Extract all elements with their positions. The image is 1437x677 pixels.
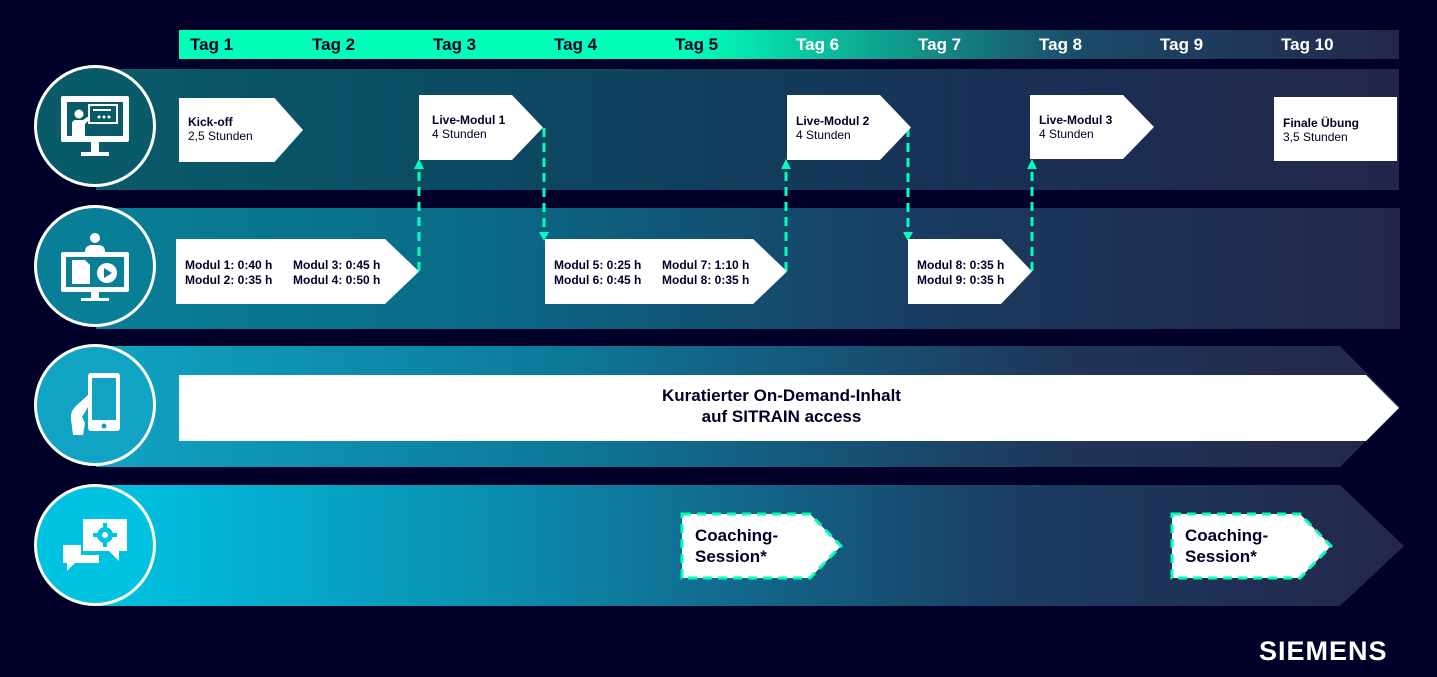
module-entry: Modul 4: 0:50 h bbox=[293, 273, 381, 287]
ondemand-line-1: Kuratierter On-Demand-Inhalt bbox=[662, 386, 901, 405]
day-label: Tag 6 bbox=[796, 35, 840, 54]
day-label: Tag 3 bbox=[433, 35, 477, 54]
siemens-logo: SIEMENS bbox=[1259, 636, 1388, 666]
module-entry: Modul 8: 0:35 h bbox=[917, 258, 1005, 272]
presentation-monitor-icon bbox=[61, 96, 129, 156]
module-entry: Modul 3: 0:45 h bbox=[293, 258, 381, 272]
day-label: Tag 4 bbox=[554, 35, 598, 54]
hand-smartphone-icon bbox=[70, 373, 120, 435]
card-title: Live-Modul 3 bbox=[1039, 113, 1113, 127]
card-title: Kick-off bbox=[188, 115, 233, 129]
day-label: Tag 2 bbox=[312, 35, 356, 54]
coaching-session-1-shape bbox=[680, 512, 844, 580]
lane-live-icon-circle bbox=[34, 65, 156, 187]
day-label: Tag 1 bbox=[190, 35, 234, 54]
module-entry: Modul 6: 0:45 h bbox=[554, 273, 642, 287]
ondemand-label: Kuratierter On-Demand-Inhalt auf SITRAIN… bbox=[179, 385, 1384, 427]
card-duration: 4 Stunden bbox=[1039, 127, 1094, 141]
lane-coaching-icon-circle bbox=[34, 484, 156, 606]
coaching-line-1: Coaching- bbox=[695, 526, 779, 545]
day-label: Tag 5 bbox=[675, 35, 719, 54]
coaching-line-1: Coaching- bbox=[1185, 526, 1269, 545]
coaching-session-2-shape bbox=[1170, 512, 1334, 580]
card-kickoff: Kick-off 2,5 Stunden bbox=[179, 98, 303, 162]
connector-arrow-up bbox=[781, 159, 791, 169]
coaching-session-1-label: Coaching- Session* bbox=[695, 525, 778, 567]
module-entry: Modul 5: 0:25 h bbox=[554, 258, 642, 272]
card-modules-block-3: Modul 8: 0:35 h Modul 9: 0:35 h bbox=[908, 239, 1032, 304]
module-entry: Modul 2: 0:35 h bbox=[185, 273, 273, 287]
module-entry: Modul 8: 0:35 h bbox=[662, 273, 750, 287]
card-duration: 3,5 Stunden bbox=[1283, 130, 1348, 144]
day-label: Tag 7 bbox=[918, 35, 962, 54]
card-modules-block-2: Modul 5: 0:25 h Modul 7: 1:10 h Modul 6:… bbox=[545, 239, 787, 304]
connector-arrow-up bbox=[414, 159, 424, 169]
card-modules-block-1: Modul 1: 0:40 h Modul 3: 0:45 h Modul 2:… bbox=[176, 239, 419, 304]
connector-arrow-down bbox=[539, 232, 549, 241]
day-header-bar: Tag 1 Tag 2 Tag 3 Tag 4 Tag 5 Tag 6 Tag … bbox=[179, 30, 1399, 59]
card-live-modul-2: Live-Modul 2 4 Stunden bbox=[787, 95, 911, 160]
card-live-modul-1: Live-Modul 1 4 Stunden bbox=[419, 95, 543, 160]
coaching-line-2: Session* bbox=[695, 547, 767, 566]
module-entry: Modul 7: 1:10 h bbox=[662, 258, 750, 272]
coaching-session-2-label: Coaching- Session* bbox=[1185, 525, 1268, 567]
card-duration: 2,5 Stunden bbox=[188, 129, 253, 143]
connector-arrow-up bbox=[1027, 159, 1037, 169]
module-entry: Modul 1: 0:40 h bbox=[185, 258, 273, 272]
card-ondemand-content bbox=[179, 375, 1399, 441]
card-finale-uebung: Finale Übung 3,5 Stunden bbox=[1274, 97, 1397, 161]
lane-ondemand-icon-circle bbox=[34, 344, 156, 466]
card-title: Live-Modul 2 bbox=[796, 114, 870, 128]
connector-arrow-down bbox=[903, 232, 913, 241]
card-duration: 4 Stunden bbox=[796, 128, 851, 142]
module-entry: Modul 9: 0:35 h bbox=[917, 273, 1005, 287]
card-title: Live-Modul 1 bbox=[432, 113, 506, 127]
coaching-line-2: Session* bbox=[1185, 547, 1257, 566]
card-title: Finale Übung bbox=[1283, 116, 1359, 130]
elearning-monitor-icon bbox=[61, 233, 129, 301]
lane-live-background bbox=[96, 69, 1399, 190]
day-label: Tag 10 bbox=[1281, 35, 1334, 54]
day-label: Tag 8 bbox=[1039, 35, 1083, 54]
lane-selfpaced-icon-circle bbox=[34, 205, 156, 327]
day-label: Tag 9 bbox=[1160, 35, 1204, 54]
ondemand-line-2: auf SITRAIN access bbox=[701, 407, 862, 426]
card-duration: 4 Stunden bbox=[432, 127, 487, 141]
chat-gear-icon bbox=[63, 519, 127, 571]
